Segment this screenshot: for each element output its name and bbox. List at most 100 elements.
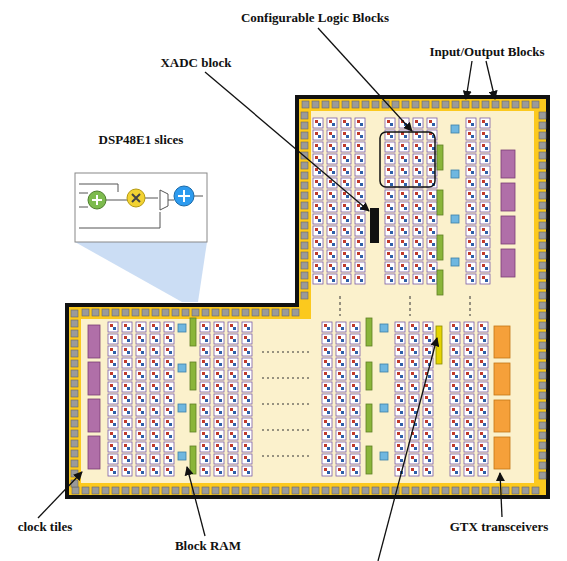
clb-ff: [233, 327, 236, 330]
dsp-column: [437, 235, 443, 260]
clb-cell: [413, 262, 423, 272]
io-pad: [102, 309, 109, 316]
clb-lut: [352, 432, 355, 435]
clb-lut: [415, 228, 418, 231]
clb-lut: [343, 120, 346, 123]
clb-ff: [113, 339, 116, 342]
clb-lut: [480, 360, 483, 363]
io-pad: [312, 101, 319, 108]
clb-ff: [205, 471, 208, 474]
clb-ff: [390, 147, 393, 150]
io-pad: [492, 101, 499, 108]
clb-lut: [397, 372, 400, 375]
clb-ff: [485, 279, 488, 282]
times-sign: [132, 194, 140, 202]
clb-ff: [155, 327, 158, 330]
clb-ff: [318, 207, 321, 210]
clb-lut: [343, 276, 346, 279]
clb-ff: [346, 183, 349, 186]
clb-lut: [482, 252, 485, 255]
io-pad: [122, 309, 129, 316]
clb-cell: [464, 334, 474, 344]
clb-ff: [455, 471, 458, 474]
clb-cell: [413, 274, 423, 284]
clb-cell: [164, 322, 174, 332]
bram-block: [380, 364, 388, 372]
clb-cell: [480, 214, 490, 224]
clb-cell: [322, 322, 332, 332]
clb-ff: [469, 339, 472, 342]
io-pad: [71, 330, 78, 337]
clb-lut: [329, 276, 332, 279]
clb-cell: [355, 250, 365, 260]
clb-ff: [390, 183, 393, 186]
clb-lut: [230, 444, 233, 447]
clb-lut: [480, 384, 483, 387]
clb-ff: [414, 339, 417, 342]
io-pad: [502, 101, 509, 108]
clb-lut: [110, 360, 113, 363]
clb-lut: [429, 156, 432, 159]
io-pad: [539, 152, 546, 159]
io-pad: [539, 232, 546, 239]
clb-cell: [350, 382, 360, 392]
clb-cell: [336, 382, 346, 392]
clb-cell: [423, 430, 433, 440]
clb-cell: [413, 214, 423, 224]
clb-lut: [415, 144, 418, 147]
clb-ff: [141, 399, 144, 402]
clb-cell: [409, 346, 419, 356]
clb-cell: [164, 454, 174, 464]
clb-ff: [205, 399, 208, 402]
clb-cell: [214, 466, 224, 476]
clb-ff: [169, 375, 172, 378]
io-pad: [539, 212, 546, 219]
clb-cell: [395, 346, 405, 356]
clb-lut: [202, 372, 205, 375]
clb-lut: [329, 192, 332, 195]
continuation-dots: [340, 296, 341, 316]
clb-lut: [352, 360, 355, 363]
clb-ff: [432, 231, 435, 234]
clb-lut: [397, 408, 400, 411]
io-pad: [282, 309, 289, 316]
clb-cell: [341, 238, 351, 248]
clb-lut: [411, 348, 414, 351]
io-pad: [422, 101, 429, 108]
clb-lut: [216, 324, 219, 327]
io-pad: [462, 487, 469, 494]
clb-ff: [219, 351, 222, 354]
clb-ff: [332, 255, 335, 258]
clb-cell: [228, 466, 238, 476]
io-pad: [292, 487, 299, 494]
clb-lut: [338, 408, 341, 411]
clb-ff: [483, 339, 486, 342]
clb-lut: [482, 192, 485, 195]
bram-block: [380, 324, 388, 332]
clb-lut: [429, 180, 432, 183]
io-pad: [539, 192, 546, 199]
clb-lut: [415, 216, 418, 219]
clb-cell: [395, 406, 405, 416]
clb-lut: [466, 444, 469, 447]
clb-lut: [429, 228, 432, 231]
clb-cell: [228, 442, 238, 452]
clb-ff: [471, 159, 474, 162]
io-pad: [539, 242, 546, 249]
leader-line: [187, 467, 205, 536]
clb-lut: [230, 348, 233, 351]
dsp-column: [190, 446, 196, 474]
clb-cell: [108, 454, 118, 464]
clb-ff: [341, 411, 344, 414]
clb-cell: [464, 430, 474, 440]
clb-cell: [399, 226, 409, 236]
clb-lut: [216, 432, 219, 435]
clb-ff: [390, 255, 393, 258]
clb-ff: [469, 363, 472, 366]
io-pad: [539, 162, 546, 169]
clb-ff: [418, 123, 421, 126]
clb-cell: [478, 454, 488, 464]
clb-lut: [468, 144, 471, 147]
clb-lut: [352, 444, 355, 447]
clb-lut: [230, 408, 233, 411]
